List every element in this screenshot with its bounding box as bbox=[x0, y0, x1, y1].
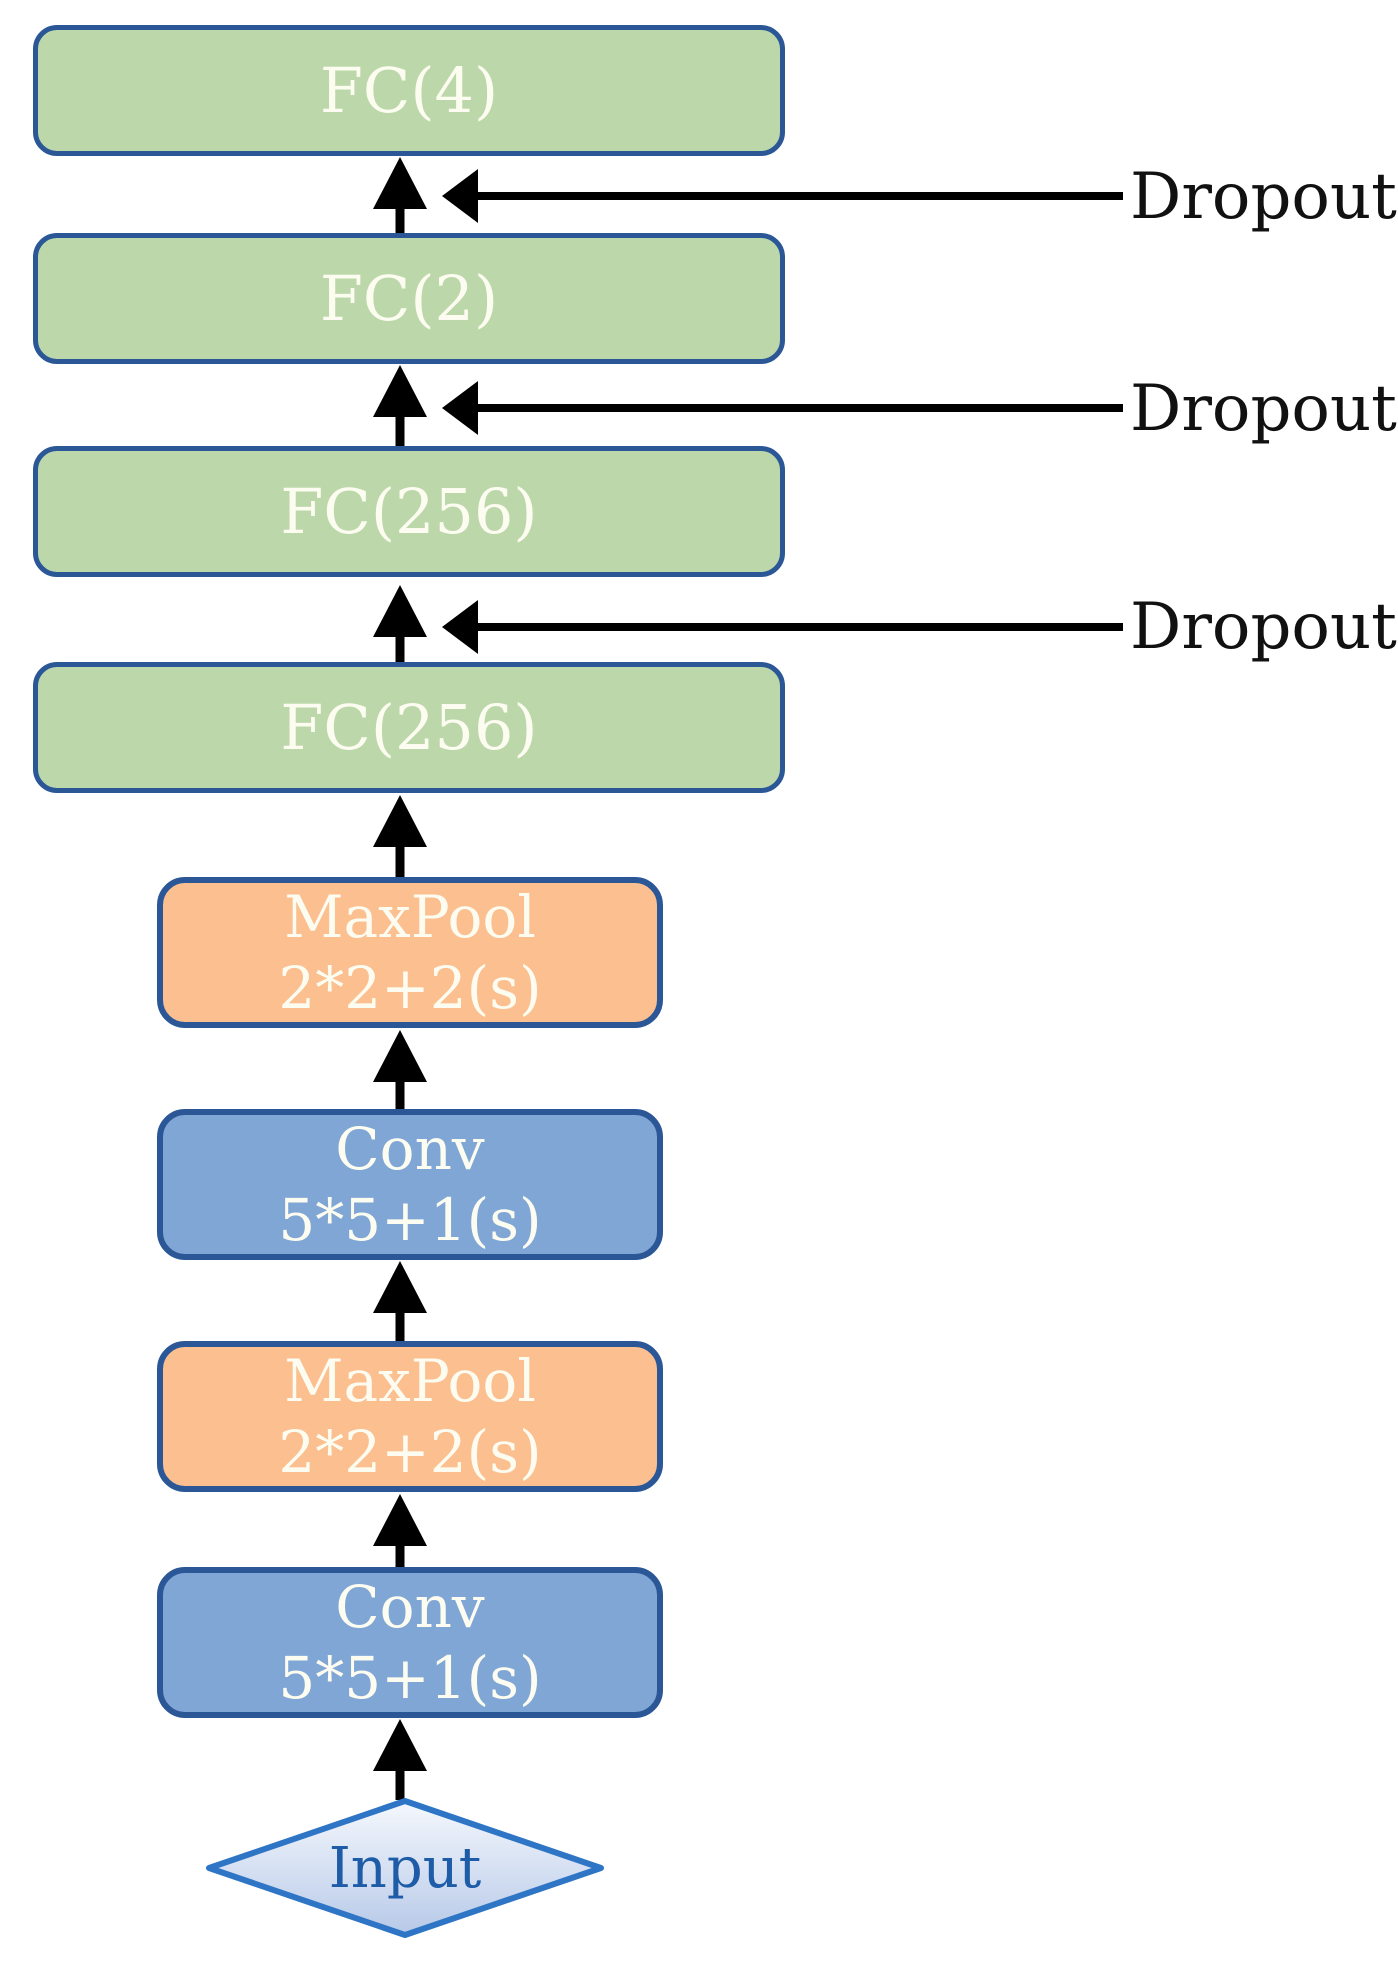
fc256-lower-label: FC(256) bbox=[280, 691, 538, 764]
up-arrow-conv-to-maxpool-lower bbox=[373, 1494, 427, 1567]
fc256-lower-box: FC(256) bbox=[33, 662, 785, 793]
input-label: Input bbox=[328, 1836, 482, 1901]
up-arrow-fc256-to-fc2 bbox=[373, 365, 427, 447]
maxpool-lower-params: 2*2+2(s) bbox=[278, 1417, 542, 1486]
maxpool-lower-box: MaxPool 2*2+2(s) bbox=[157, 1341, 663, 1492]
conv-upper-box: Conv 5*5+1(s) bbox=[157, 1109, 663, 1260]
up-arrow-maxpool-to-conv-upper bbox=[373, 1261, 427, 1341]
conv-lower-box: Conv 5*5+1(s) bbox=[157, 1567, 663, 1718]
dropout-label-1: Dropout bbox=[1130, 160, 1397, 234]
up-arrow-input-to-conv bbox=[373, 1719, 427, 1800]
dropout-arrow-2 bbox=[442, 381, 1123, 435]
fc2-box: FC(2) bbox=[33, 233, 785, 364]
up-arrow-fc256-to-fc256 bbox=[373, 585, 427, 662]
conv-lower-params: 5*5+1(s) bbox=[278, 1643, 542, 1712]
conv-upper-name: Conv bbox=[335, 1114, 485, 1183]
fc256-upper-label: FC(256) bbox=[280, 475, 538, 548]
fc4-box: FC(4) bbox=[33, 25, 785, 156]
conv-upper-params: 5*5+1(s) bbox=[278, 1185, 542, 1254]
maxpool-upper-name: MaxPool bbox=[284, 882, 536, 951]
dropout-label-2: Dropout bbox=[1130, 372, 1397, 446]
up-arrow-conv-to-maxpool-upper bbox=[373, 1030, 427, 1109]
fc4-label: FC(4) bbox=[319, 54, 499, 127]
up-arrow-fc2-to-fc4 bbox=[373, 157, 427, 233]
up-arrow-maxpool-to-fc256 bbox=[373, 795, 427, 877]
dropout-arrow-3 bbox=[442, 600, 1123, 654]
fc2-label: FC(2) bbox=[319, 262, 499, 335]
maxpool-upper-params: 2*2+2(s) bbox=[278, 953, 542, 1022]
maxpool-lower-name: MaxPool bbox=[284, 1346, 536, 1415]
dropout-arrow-1 bbox=[442, 169, 1123, 223]
conv-lower-name: Conv bbox=[335, 1572, 485, 1641]
maxpool-upper-box: MaxPool 2*2+2(s) bbox=[157, 877, 663, 1028]
input-diamond bbox=[206, 1798, 604, 1938]
dropout-label-3: Dropout bbox=[1130, 590, 1397, 664]
fc256-upper-box: FC(256) bbox=[33, 446, 785, 577]
